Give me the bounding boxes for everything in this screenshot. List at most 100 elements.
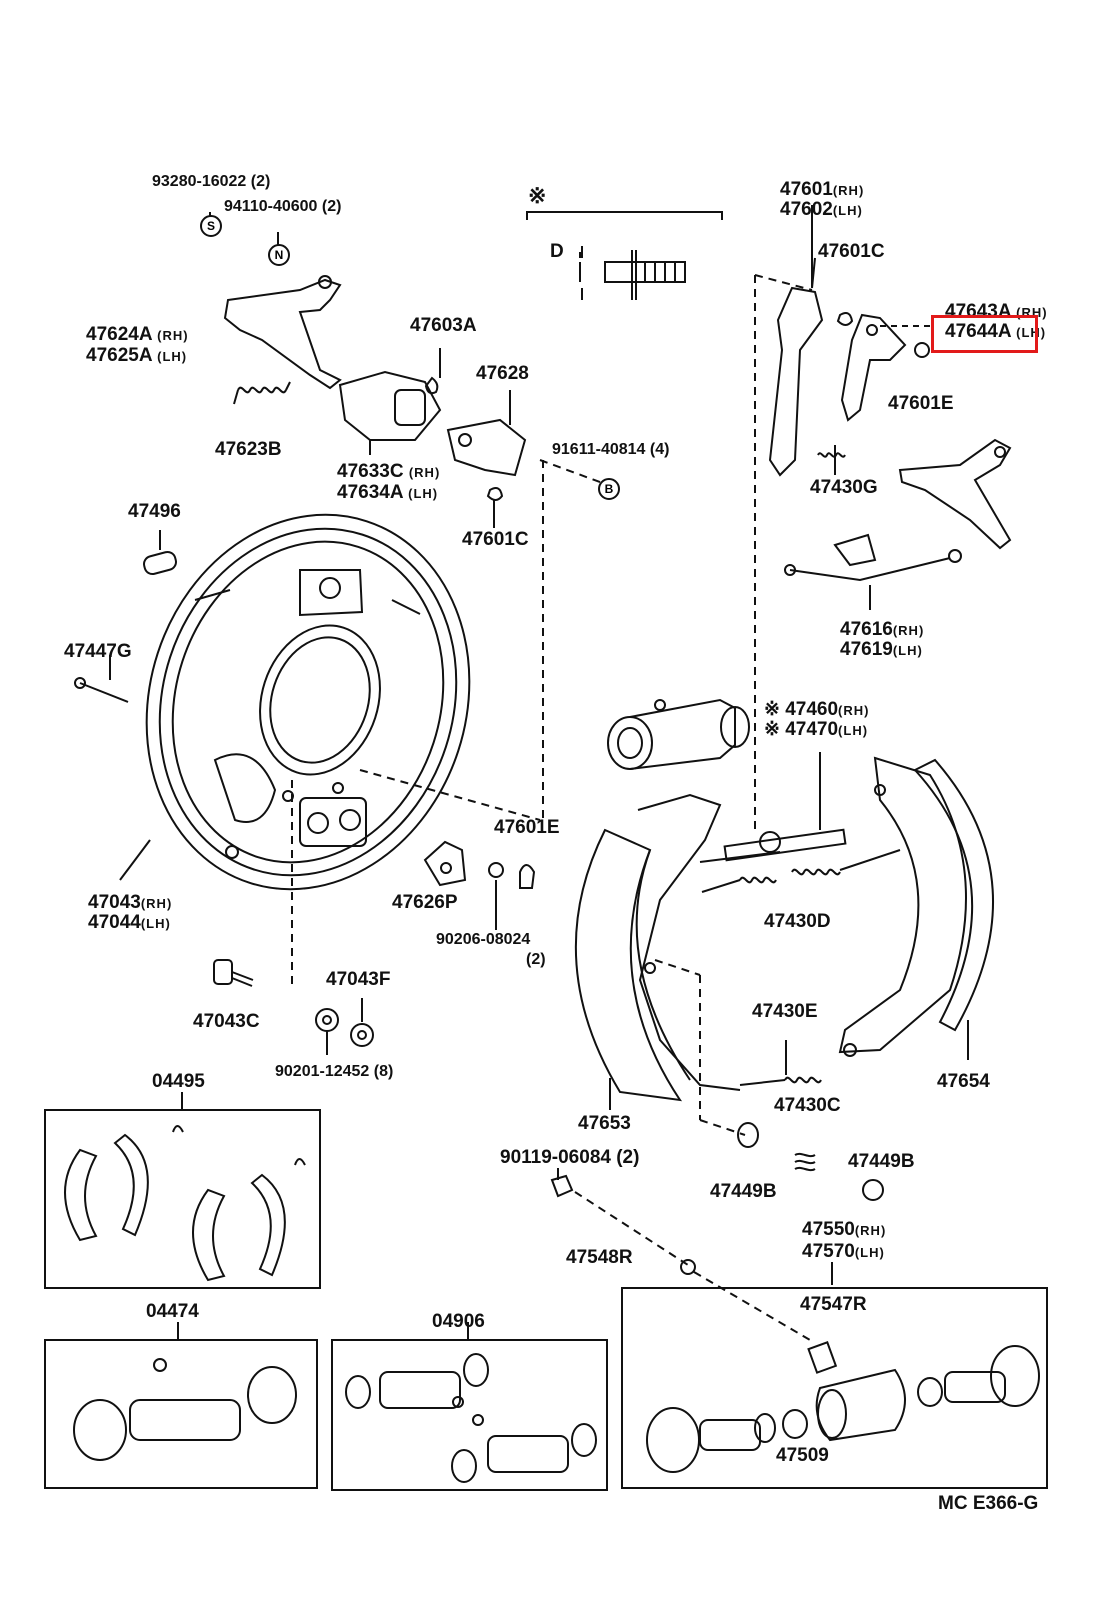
side-rh: (RH) [157,328,189,343]
label-47460-num: 47460 [785,699,839,720]
side-rh: (RH) [832,183,865,198]
lever-47601 [768,205,824,477]
figure-code: MC E366-G [938,1493,1039,1514]
kit-box-47550 [621,1287,1048,1489]
label-47624a-num: 47624A [86,324,152,345]
label-04495: 04495 [152,1071,205,1092]
label-47644a-num: 47644A [945,321,1011,342]
label-90206: 90206-08024 [436,931,531,948]
label-47043f: 47043F [326,969,391,990]
label-47449b-a: 47449B [710,1181,777,1202]
label-47430d: 47430D [764,911,831,932]
label-47550: 47550(RH) [802,1220,886,1241]
plate-47626p [423,840,467,887]
kit-box-04474 [44,1322,318,1489]
label-47603a: 47603A [410,315,477,336]
label-47602: 47602(LH) [780,200,863,221]
label-47447g: 47447G [64,641,132,662]
label-47624a: 47624A (RH) [86,325,189,346]
label-47601c-a: 47601C [462,529,529,550]
label-47644a: 47644A (LH) [945,321,1047,343]
label-47430g: 47430G [810,477,878,498]
label-47653: 47653 [578,1113,631,1134]
label-47043c: 47043C [193,1011,260,1032]
clip-47601c-a [486,487,504,528]
label-47634a: 47634A (LH) [337,483,438,504]
label-90119: 90119-06084 (2) [500,1147,640,1168]
label-47625a: 47625A (LH) [86,346,187,367]
spring-47430e [739,1040,822,1086]
label-04474: 04474 [146,1301,199,1322]
label-47043-num: 47043 [88,892,141,913]
label-47601: 47601(RH) [780,180,864,201]
label-47547r: 47547R [800,1294,867,1315]
side-lh: (LH) [832,203,863,218]
star-mark: ※ [764,719,780,740]
pin-47603a [424,348,441,395]
label-47616: 47616(RH) [840,620,924,641]
label-90206-qty: (2) [526,951,546,968]
label-93280: 93280-16022 (2) [152,173,271,190]
springs-47430d [699,849,901,893]
lever-47643a [840,313,907,422]
label-47654: 47654 [937,1071,990,1092]
clip-47601e-a [519,864,536,889]
label-47633c: 47633C (RH) [337,462,440,483]
label-47601e-b: 47601E [888,393,954,414]
label-47430e: 47430E [752,1001,818,1022]
label-47430c: 47430C [774,1095,841,1116]
bolt-47043c [213,959,254,987]
label-47601c-b: 47601C [818,241,885,262]
side-lh: (LH) [408,486,439,501]
spring-47623b [233,381,291,405]
bracket-47628 [446,390,527,477]
label-47570: 47570(LH) [802,1242,885,1263]
spring-47449b [737,1122,884,1201]
cable-47616 [784,533,962,610]
star-mark: ※ [764,699,780,720]
label-47449b-b: 47449B [848,1151,915,1172]
label-47496: 47496 [128,501,181,522]
label-47043: 47043(RH) [88,893,172,914]
label-47601e-a: 47601E [494,817,560,838]
side-rh: (RH) [892,623,925,638]
label-47633c-num: 47633C [337,461,404,482]
clip-47601c-b [836,312,854,326]
cylinder-47633c [338,370,442,455]
label-47616-num: 47616 [840,619,893,640]
label-47626p: 47626P [392,892,458,913]
side-rh: (RH) [140,896,173,911]
side-rh: (RH) [838,703,870,718]
strut-47460 [723,752,847,862]
side-lh: (LH) [157,349,188,364]
nut-47043f [350,998,374,1047]
label-47619-num: 47619 [840,639,893,660]
spring-47430g [817,445,846,475]
circle-tag-n-label: N [268,244,290,266]
circle-tag-b-label: B [598,478,620,500]
kit-box-04906 [331,1322,608,1491]
label-47602-num: 47602 [780,199,833,220]
wheel-cylinder-47460 [607,698,750,770]
side-lh: (LH) [854,1245,885,1260]
bolt-47447g [74,655,129,703]
label-47634a-num: 47634A [337,482,403,503]
label-47623b: 47623B [215,439,282,460]
label-47470: ※ 47470(LH) [764,720,868,741]
label-47044-num: 47044 [88,912,141,933]
brake-shoe-47653 [574,793,741,1110]
washer-47601e-a [488,862,504,930]
dimension-d-label: D [550,241,564,262]
label-47460: ※ 47460(RH) [764,700,869,721]
side-rh: (RH) [408,465,441,480]
label-47625a-num: 47625A [86,345,152,366]
lever-right [898,438,1012,550]
circle-tag-s-label: S [200,215,222,237]
side-lh: (LH) [892,643,923,658]
label-47570-num: 47570 [802,1241,855,1262]
side-lh: (LH) [838,723,869,738]
backing-plate-47043 [145,513,471,891]
bleeder-screw [550,1168,811,1341]
